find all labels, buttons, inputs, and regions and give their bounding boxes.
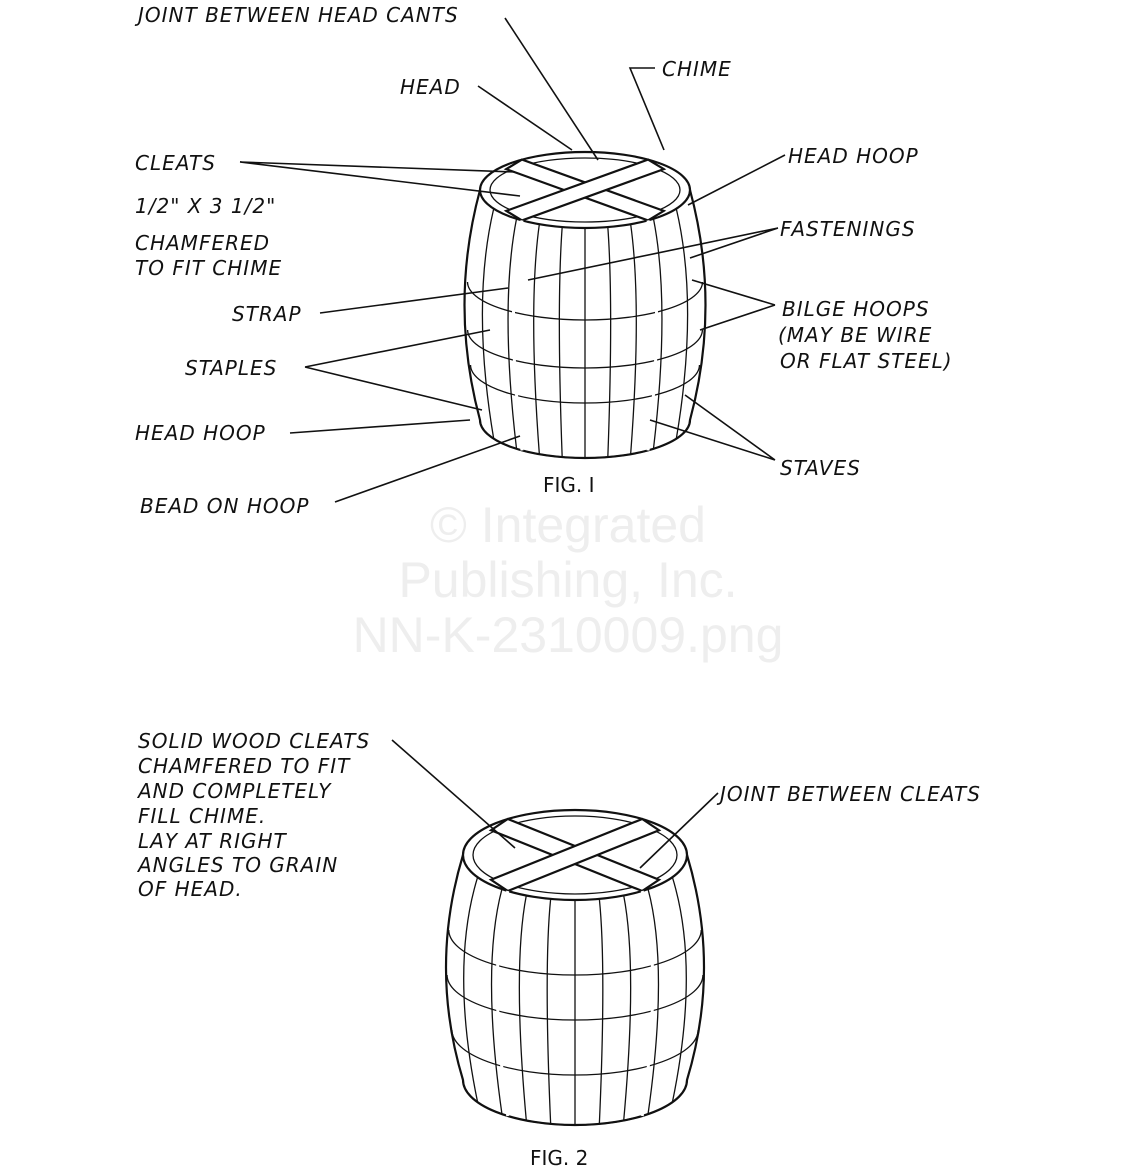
head-hoop-bottom (479, 419, 691, 459)
bilge-hoop (451, 1029, 699, 1076)
label-bilge-note-1: (MAY BE WIRE (778, 323, 932, 347)
label-staples: STAPLES (185, 356, 277, 380)
stave-line (623, 895, 632, 1121)
strap-inner (640, 890, 655, 1117)
leader-line (319, 287, 509, 314)
leader-line (504, 17, 599, 161)
watermark-line: NN-K-2310009.png (353, 607, 784, 663)
fig2-labels: SOLID WOOD CLEATS CHAMFERED TO FIT AND C… (136, 729, 981, 1168)
stave-line (546, 898, 552, 1124)
label-joint-head-cants: JOINT BETWEEN HEAD CANTS (134, 3, 459, 27)
label-cleats: CLEATS (135, 151, 216, 175)
leader-line (649, 394, 776, 461)
stave-line (630, 224, 637, 455)
stave-line (652, 218, 663, 449)
stave-line (463, 877, 479, 1103)
fig2-note-line: OF HEAD. (138, 877, 243, 901)
fig2-caption: FIG. 2 (530, 1146, 588, 1168)
strap-inner (646, 220, 659, 451)
stave-line (518, 895, 527, 1121)
stave-line (598, 898, 604, 1124)
label-to-fit-chime: TO FIT CHIME (135, 256, 282, 280)
label-chime: CHIME (662, 57, 732, 81)
label-head-hoop-bottom: HEAD HOOP (135, 421, 266, 445)
bilge-hoop (446, 974, 704, 1021)
stave-line (558, 227, 563, 458)
label-chamfered: CHAMFERED (135, 231, 270, 255)
stave-line (671, 877, 687, 1103)
stave-line (481, 208, 495, 439)
fig2-note-line: LAY AT RIGHT (138, 829, 288, 853)
cleat (488, 817, 662, 893)
leader-line (289, 419, 471, 434)
fig2-note-line: SOLID WOOD CLEATS (138, 729, 370, 753)
leader-line (628, 67, 665, 151)
label-cleats-size: 1/2" X 3 1/2" (135, 194, 276, 218)
stave-line (533, 224, 540, 455)
watermark-line: Publishing, Inc. (398, 552, 737, 608)
leader-line (391, 739, 516, 849)
label-bilge-note-2: OR FLAT STEEL) (780, 349, 953, 373)
fig1-caption: FIG. I (543, 473, 595, 497)
stave-line (507, 218, 518, 449)
fig2-note-line: ANGLES TO GRAIN (136, 853, 338, 877)
stave-line (675, 208, 689, 439)
stave-line (490, 888, 503, 1115)
leader-line (239, 161, 521, 197)
stave-line (647, 888, 660, 1115)
leader-line (691, 279, 776, 331)
head (472, 815, 678, 895)
cleat (503, 158, 667, 222)
leader-line (304, 329, 491, 411)
label-strap: STRAP (232, 302, 302, 326)
head (489, 157, 681, 223)
fig2-note-line: FILL CHIME. (138, 804, 266, 828)
label-bilge-hoops: BILGE HOOPS (782, 297, 930, 321)
head-hoop-bottom (462, 1079, 688, 1126)
leader-line (477, 85, 573, 151)
leader-line (687, 154, 786, 206)
bilge-hoop (466, 329, 704, 369)
stave-line (607, 227, 612, 458)
label-staves: STAVES (780, 456, 861, 480)
barrel-fig1 (463, 150, 707, 460)
bilge-hoop (448, 929, 702, 976)
fig2-note-line: AND COMPLETELY (136, 779, 332, 803)
leader-line (334, 435, 521, 503)
strap-inner (511, 220, 524, 451)
label-fastenings: FASTENINGS (780, 217, 916, 241)
label-joint-between-cleats: JOINT BETWEEN CLEATS (716, 782, 981, 806)
bilge-hoop (466, 281, 704, 321)
label-head: HEAD (400, 75, 461, 99)
fig2-note-line: CHAMFERED TO FIT (138, 754, 351, 778)
fig1-labels: JOINT BETWEEN HEAD CANTS HEAD CHIME CLEA… (134, 3, 953, 518)
leader-line (527, 227, 779, 281)
label-head-hoop-top: HEAD HOOP (788, 144, 919, 168)
leader-line (639, 792, 719, 869)
barrel-fig2 (444, 808, 706, 1127)
bilge-hoop (469, 364, 701, 404)
watermark-line: © Integrated (430, 497, 706, 553)
watermark: © Integrated Publishing, Inc. NN-K-23100… (353, 497, 784, 663)
label-bead-on-hoop: BEAD ON HOOP (140, 494, 309, 518)
strap-inner (495, 890, 510, 1117)
